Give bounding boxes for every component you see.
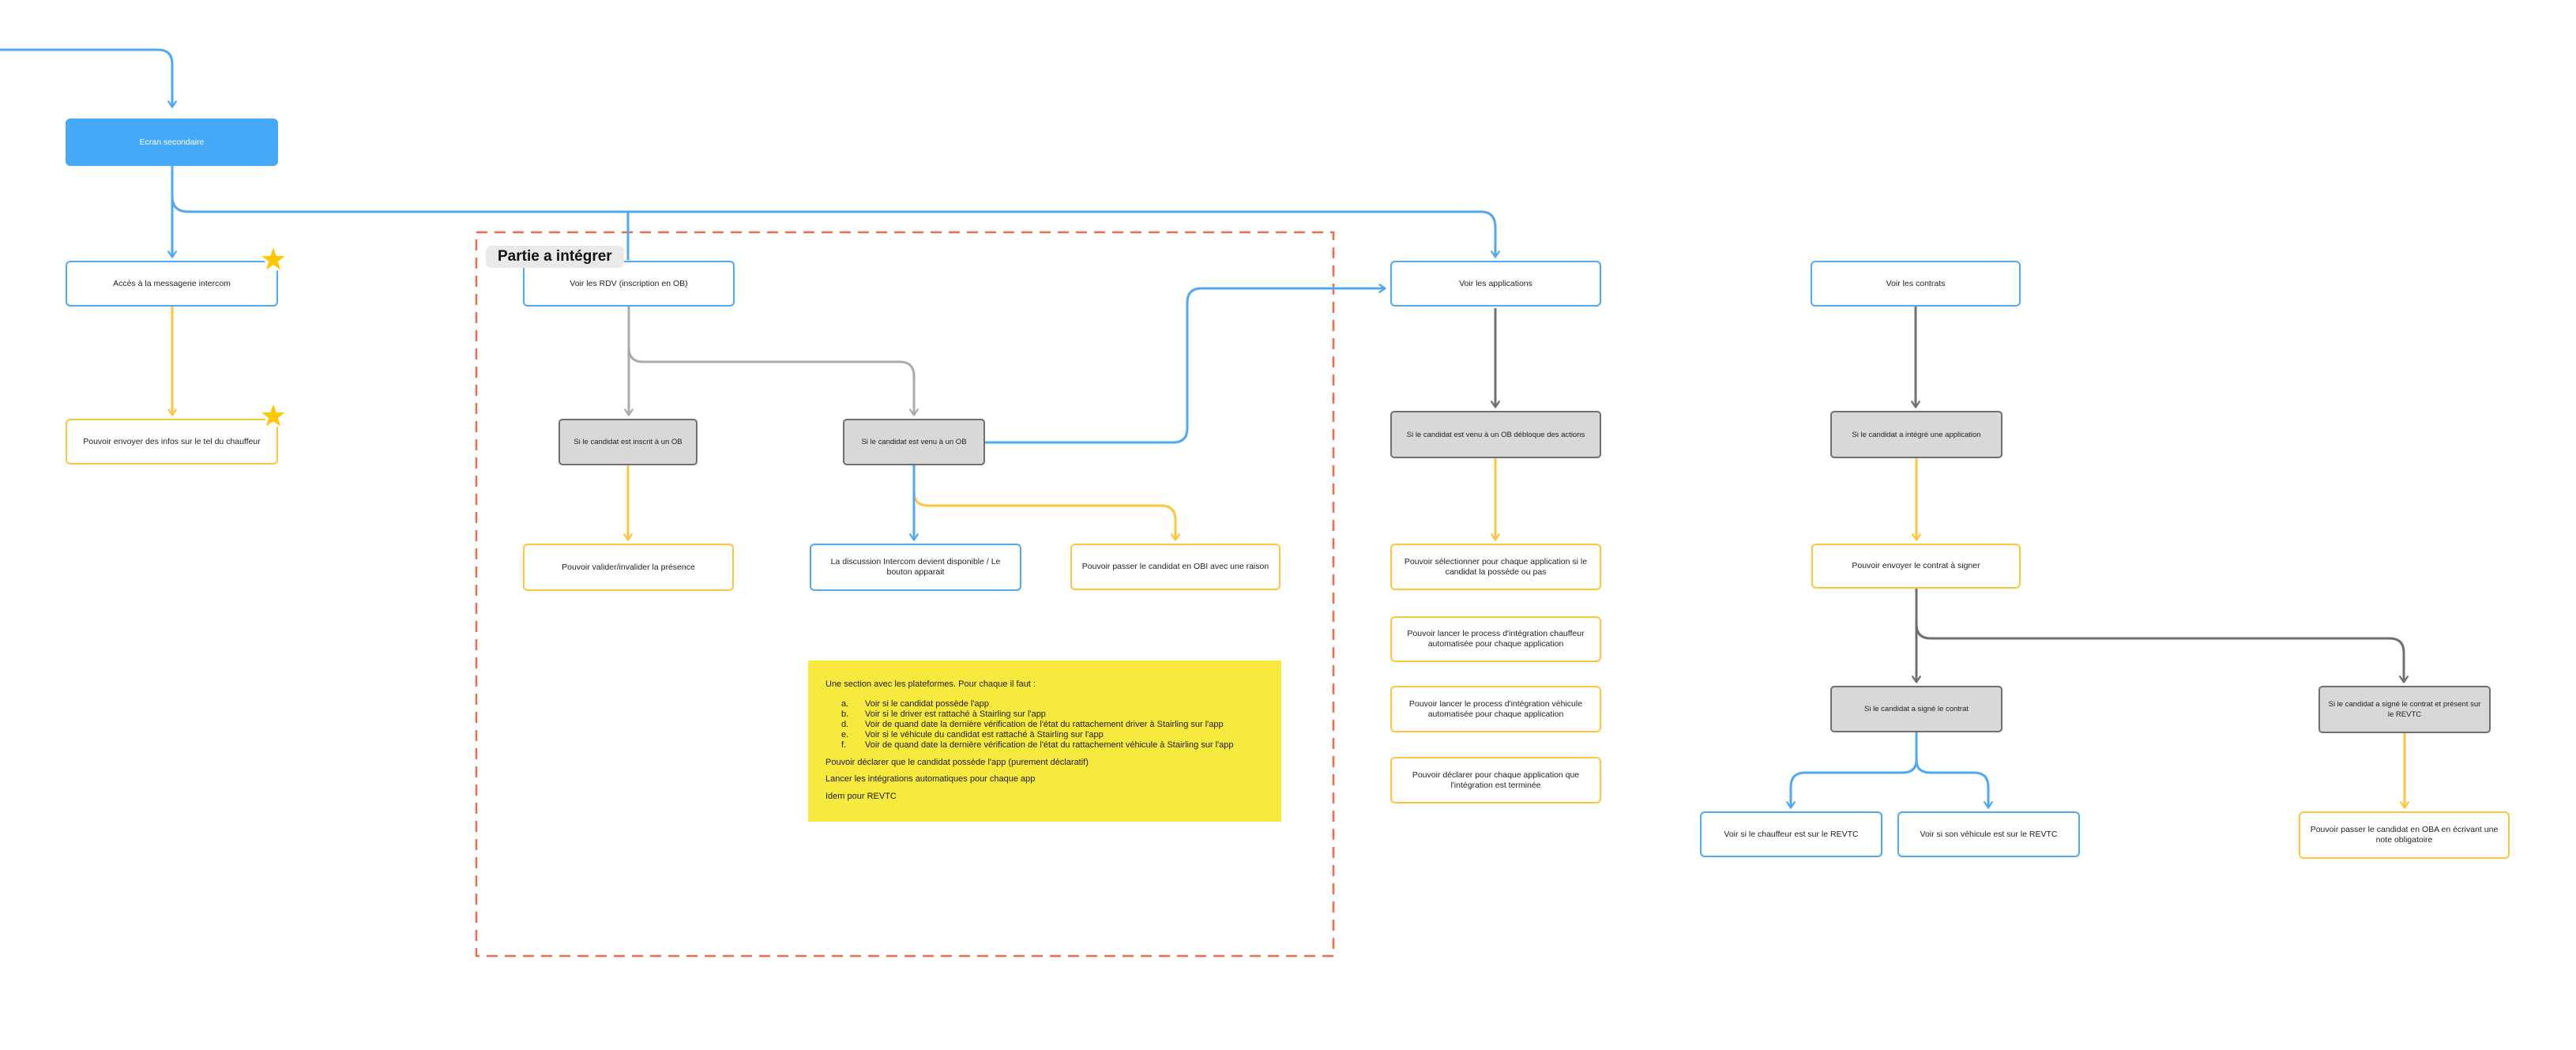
note-item-text: Voir si le driver est rattaché à Stairli… xyxy=(865,709,1046,719)
note-item: e. Voir si le véhicule du candidat est r… xyxy=(825,730,1267,740)
node-venu-ob-debloque-actions[interactable]: Si le candidat est venu à un OB débloque… xyxy=(1390,411,1601,458)
node-envoyer-contrat-a-signer[interactable]: Pouvoir envoyer le contrat à signer xyxy=(1811,544,2021,589)
node-label: Pouvoir sélectionner pour chaque applica… xyxy=(1404,556,1588,577)
node-passer-candidat-obi[interactable]: Pouvoir passer le candidat en OBI avec u… xyxy=(1070,544,1280,590)
node-envoyer-infos-tel-chauffeur[interactable]: Pouvoir envoyer des infos sur le tel du … xyxy=(66,419,278,465)
note-item-letter: b. xyxy=(841,709,849,719)
note-item: b. Voir si le driver est rattaché à Stai… xyxy=(825,709,1267,720)
connector-envoyer-contrat-to-signe-revtc[interactable] xyxy=(1915,623,2409,683)
node-label: Pouvoir envoyer le contrat à signer xyxy=(1852,561,1980,570)
note-item-letter: f. xyxy=(841,740,847,750)
node-label: Voir les applications xyxy=(1459,278,1532,288)
note-paragraph: Pouvoir déclarer que le candidat possède… xyxy=(825,757,1089,767)
node-label: Si le candidat a signé le contrat et pré… xyxy=(2328,700,2481,719)
node-ecran-secondaire[interactable]: Ecran secondaire xyxy=(66,119,278,166)
node-label: Si le candidat a intégré une application xyxy=(1852,430,1981,439)
note-item-text: Voir de quand date la dernière vérificat… xyxy=(865,720,1224,729)
note-item: a. Voir si le candidat possède l'app xyxy=(825,699,1267,709)
node-signe-contrat-present-revtc[interactable]: Si le candidat a signé le contrat et pré… xyxy=(2318,686,2491,733)
note-item-text: Voir si le véhicule du candidat est ratt… xyxy=(865,730,1104,740)
note-item-letter: e. xyxy=(841,730,849,740)
node-label: Pouvoir valider/invalider la présence xyxy=(562,562,695,572)
node-label: Voir les contrats xyxy=(1886,278,1946,288)
connector-rdv-to-venu[interactable] xyxy=(627,347,919,416)
node-discussion-intercom-disponible[interactable]: La discussion Intercom devient disponibl… xyxy=(810,544,1021,591)
node-label: Ecran secondaire xyxy=(139,137,205,147)
node-label: Voir si le chauffeur est sur le REVTC xyxy=(1724,829,1859,839)
node-lancer-integration-chauffeur[interactable]: Pouvoir lancer le process d'intégration … xyxy=(1390,616,1601,662)
node-label: Si le candidat a signé le contrat xyxy=(1863,705,1969,713)
note-paragraph: Lancer les intégrations automatiques pou… xyxy=(825,774,1036,784)
node-lancer-integration-vehicule[interactable]: Pouvoir lancer le process d'intégration … xyxy=(1390,686,1601,732)
node-voir-les-applications[interactable]: Voir les applications xyxy=(1390,261,1601,307)
node-label: Pouvoir passer le candidat en OBI avec u… xyxy=(1081,562,1269,571)
note-paragraph: Idem pour REVTC xyxy=(825,791,897,801)
node-label: Pouvoir envoyer des infos sur le tel du … xyxy=(83,436,261,446)
node-selectionner-application[interactable]: Pouvoir sélectionner pour chaque applica… xyxy=(1390,544,1601,590)
star-sticker-icon[interactable] xyxy=(255,398,291,435)
connector-offscreen-to-ecran-secondaire[interactable] xyxy=(0,48,177,108)
node-voir-chauffeur-revtc[interactable]: Voir si le chauffeur est sur le REVTC xyxy=(1700,811,1882,857)
connector-signe-to-chauffeur-revtc[interactable] xyxy=(1786,732,1918,809)
node-label: Accès à la messagerie intercom xyxy=(113,278,231,288)
section-partie-a-integrer-frame[interactable] xyxy=(475,231,1335,958)
node-label: Pouvoir lancer le process d'intégration … xyxy=(1408,698,1583,719)
note-intro: Une section avec les plateformes. Pour c… xyxy=(825,679,1036,689)
node-label: Pouvoir déclarer pour chaque application… xyxy=(1412,770,1580,790)
connector-ecran-to-voir-applications[interactable] xyxy=(171,195,1500,258)
section-label-partie-a-integrer[interactable]: Partie a intégrer xyxy=(486,246,624,268)
node-valider-invalider-presence[interactable]: Pouvoir valider/invalider la présence xyxy=(523,544,734,591)
node-acces-messagerie-intercom[interactable]: Accès à la messagerie intercom xyxy=(66,261,278,307)
note-item-letter: a. xyxy=(841,699,849,709)
node-label: Pouvoir lancer le process d'intégration … xyxy=(1407,629,1585,649)
node-label: Voir les RDV (inscription en OB) xyxy=(570,278,688,288)
node-voir-vehicule-revtc[interactable]: Voir si son véhicule est sur le REVTC xyxy=(1897,811,2080,857)
connector-venu-to-voir-applications[interactable] xyxy=(985,284,1386,444)
note-item-letter: d. xyxy=(841,720,849,729)
node-label: Voir si son véhicule est sur le REVTC xyxy=(1920,829,2058,839)
node-si-candidat-signe-contrat[interactable]: Si le candidat a signé le contrat xyxy=(1830,686,2003,732)
note-item: f. Voir de quand date la dernière vérifi… xyxy=(825,740,1267,751)
node-si-candidat-venu-ob[interactable]: Si le candidat est venu à un OB xyxy=(843,419,985,465)
node-label: Si le candidat est venu à un OB débloque… xyxy=(1406,430,1585,439)
note-item: d. Voir de quand date la dernière vérifi… xyxy=(825,720,1267,730)
node-declarer-integration-terminee[interactable]: Pouvoir déclarer pour chaque application… xyxy=(1390,757,1601,803)
node-si-candidat-inscrit-ob[interactable]: Si le candidat est inscrit à un OB xyxy=(558,419,698,465)
node-voir-les-contrats[interactable]: Voir les contrats xyxy=(1811,261,2021,307)
node-label: La discussion Intercom devient disponibl… xyxy=(830,557,1001,577)
note-item-text: Voir si le candidat possède l'app xyxy=(865,699,989,709)
node-label: Pouvoir passer le candidat en OBA en écr… xyxy=(2310,825,2499,845)
node-si-candidat-integre-application[interactable]: Si le candidat a intégré une application xyxy=(1830,411,2003,458)
star-sticker-icon[interactable] xyxy=(255,242,291,278)
note-item-text: Voir de quand date la dernière vérificat… xyxy=(865,740,1234,750)
connector-signe-to-vehicule-revtc[interactable] xyxy=(1915,732,1993,809)
sticky-note-plateformes[interactable]: Une section avec les plateformes. Pour c… xyxy=(808,660,1281,822)
node-label: Si le candidat est inscrit à un OB xyxy=(573,438,683,446)
node-passer-candidat-oba[interactable]: Pouvoir passer le candidat en OBA en écr… xyxy=(2299,811,2510,859)
connector-venu-to-passer-obi[interactable] xyxy=(912,465,1180,541)
node-voir-les-rdv[interactable]: Voir les RDV (inscription en OB) xyxy=(523,261,735,307)
node-label: Si le candidat est venu à un OB xyxy=(861,438,967,446)
